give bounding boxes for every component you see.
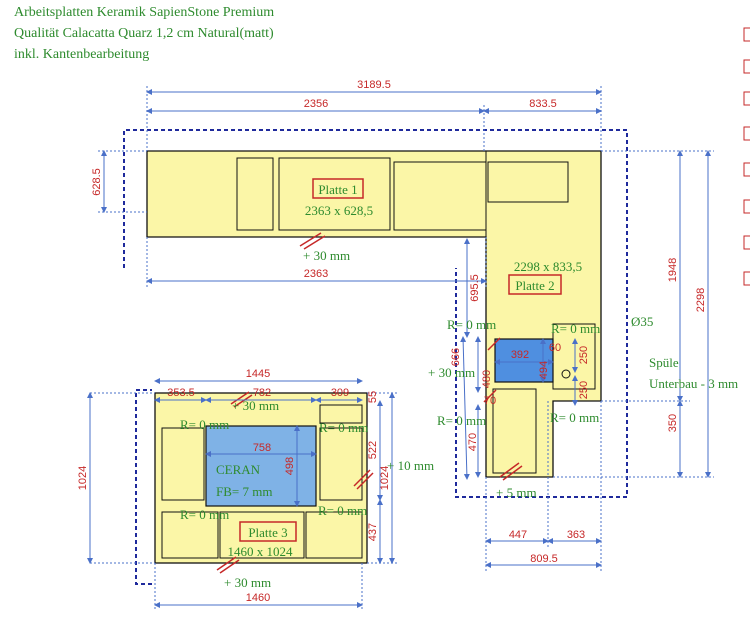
tap-diameter: Ø35	[631, 314, 653, 329]
radius-e: R= 0 mm	[180, 417, 229, 432]
note-p1-edge: + 30 mm	[303, 248, 350, 263]
note-p3-bottom: + 30 mm	[224, 575, 271, 590]
wall-boundary-island	[135, 389, 152, 585]
plate-1-name: Platte 1	[318, 182, 357, 197]
plate-3-label-box	[239, 521, 297, 542]
dim-top-left: 2356	[304, 98, 328, 110]
dim-447: 447	[509, 529, 527, 541]
plate-2-size: 2298 x 833,5	[514, 259, 582, 274]
plate-2-name: Platte 2	[515, 278, 554, 293]
dim-sink-height: 494	[538, 361, 550, 379]
dim-363: 363	[567, 529, 585, 541]
radius-c: R= 0 mm	[437, 413, 486, 428]
dim-plate1-length: 2363	[304, 268, 328, 280]
wall-boundary-lshape	[123, 129, 628, 498]
dim-55: 55	[367, 391, 379, 403]
note-p2-left: + 30 mm	[428, 365, 475, 380]
plate-2-label-box	[508, 274, 562, 295]
plate-1-cabinets	[236, 157, 596, 474]
dim-8095: 809.5	[530, 553, 558, 565]
dim-666: 666	[450, 348, 462, 366]
edge-markers	[216, 232, 523, 574]
dim-1024-right: 1024	[379, 466, 391, 490]
note-p3-top: + 30 mm	[232, 398, 279, 413]
dim-sink-480: 480	[481, 370, 493, 388]
sink-label: Spüle	[649, 355, 679, 370]
dim-left-height: 628.5	[91, 168, 103, 196]
dim-309: 309	[331, 387, 349, 399]
radius-g: R= 0 mm	[180, 507, 229, 522]
dim-2298: 2298	[695, 288, 707, 312]
dimension-lines	[87, 86, 714, 611]
plate-3-name: Platte 3	[248, 525, 287, 540]
plate-3-cabinets	[161, 404, 363, 559]
dim-782: 782	[253, 387, 271, 399]
radius-f: R= 0 mm	[319, 420, 368, 435]
title-line-1: Arbeitsplatten Keramik SapienStone Premi…	[14, 5, 275, 20]
dim-top-total: 3189.5	[357, 79, 391, 91]
dim-1460: 1460	[246, 592, 270, 604]
dim-top-right: 833.5	[529, 98, 557, 110]
dim-1445: 1445	[246, 368, 270, 380]
note-p3-right: + 10 mm	[387, 458, 434, 473]
plate-1-size: 2363 x 628,5	[305, 203, 373, 218]
dim-1024-left: 1024	[77, 466, 89, 490]
dim-sink-70: 70	[484, 395, 496, 407]
dim-350: 350	[667, 414, 679, 432]
plate-3-size: 1460 x 1024	[228, 544, 294, 559]
dim-6955: 695.5	[469, 274, 481, 302]
dim-sink-250a: 250	[578, 346, 590, 364]
tap-hole-icon	[561, 369, 571, 379]
plate-1-label-box	[312, 178, 364, 199]
dim-1948: 1948	[667, 258, 679, 282]
title-line-2: Qualität Calacatta Quarz 1,2 cm Natural(…	[14, 26, 274, 41]
dim-522: 522	[367, 441, 379, 459]
sink-mount-label: Unterbau - 3 mm	[649, 376, 738, 391]
note-p2-bottom: + 5 mm	[496, 485, 537, 500]
dim-437: 437	[367, 523, 379, 541]
dim-sink-250b: 250	[578, 381, 590, 399]
title-line-3: inkl. Kantenbearbeitung	[14, 47, 150, 62]
radius-a: R= 0 mm	[447, 317, 496, 332]
dim-498: 498	[284, 457, 296, 475]
radius-b: R= 0 mm	[551, 321, 600, 336]
dim-sink-width: 392	[511, 349, 529, 361]
hob-label: CERAN	[216, 462, 261, 477]
dim-3535: 353.5	[167, 387, 195, 399]
dim-470: 470	[467, 433, 479, 451]
side-markers	[743, 27, 750, 286]
radius-d: R= 0 mm	[550, 410, 599, 425]
dim-sink-60: 60	[549, 342, 561, 354]
dim-758: 758	[253, 442, 271, 454]
radius-h: R= 0 mm	[318, 503, 367, 518]
hob-depth-label: FB= 7 mm	[216, 484, 272, 499]
